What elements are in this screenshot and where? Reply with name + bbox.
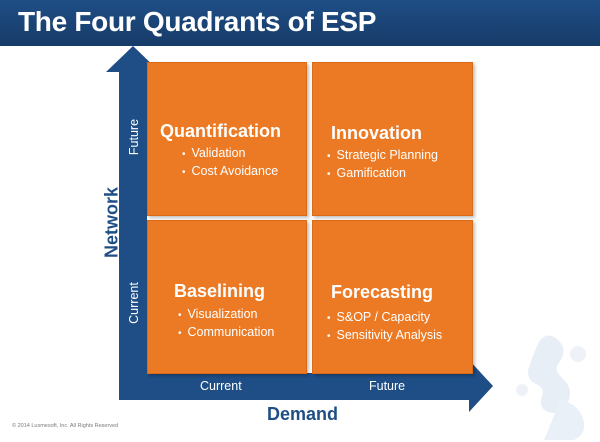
quadrant-quantification: Quantification Validation Cost Avoidance [147, 62, 307, 216]
x-axis-title: Demand [267, 404, 338, 425]
bullet-item: Communication [178, 324, 274, 342]
quadrant-bullets: Validation Cost Avoidance [182, 145, 278, 181]
y-tick-low: Current [127, 278, 141, 328]
bullet-item: Visualization [178, 306, 274, 324]
y-tick-high: Future [127, 115, 141, 159]
quadrant-bullets: Strategic Planning Gamification [327, 147, 438, 183]
copyright-notice: © 2014 Lusmesoft, Inc. All Rights Reserv… [12, 423, 118, 429]
quadrant-forecasting: Forecasting S&OP / Capacity Sensitivity … [312, 220, 473, 374]
quadrant-title: Innovation [331, 123, 422, 144]
bullet-item: Strategic Planning [327, 147, 438, 165]
bullet-item: S&OP / Capacity [327, 309, 442, 327]
x-tick-low: Current [200, 379, 242, 393]
quadrant-bullets: S&OP / Capacity Sensitivity Analysis [327, 309, 442, 345]
x-tick-high: Future [369, 379, 405, 393]
decorative-watermark [500, 320, 600, 442]
quadrant-bullets: Visualization Communication [178, 306, 274, 342]
quadrant-innovation: Innovation Strategic Planning Gamificati… [312, 62, 473, 216]
bullet-item: Sensitivity Analysis [327, 327, 442, 345]
quadrant-baselining: Baselining Visualization Communication [147, 220, 307, 374]
bullet-item: Gamification [327, 165, 438, 183]
x-axis-shaft [119, 373, 471, 400]
quadrant-title: Quantification [160, 121, 281, 142]
bullet-item: Validation [182, 145, 278, 163]
quadrant-title: Baselining [174, 281, 265, 302]
bullet-item: Cost Avoidance [182, 163, 278, 181]
quadrant-title: Forecasting [331, 282, 433, 303]
y-axis-title: Network [102, 183, 123, 263]
